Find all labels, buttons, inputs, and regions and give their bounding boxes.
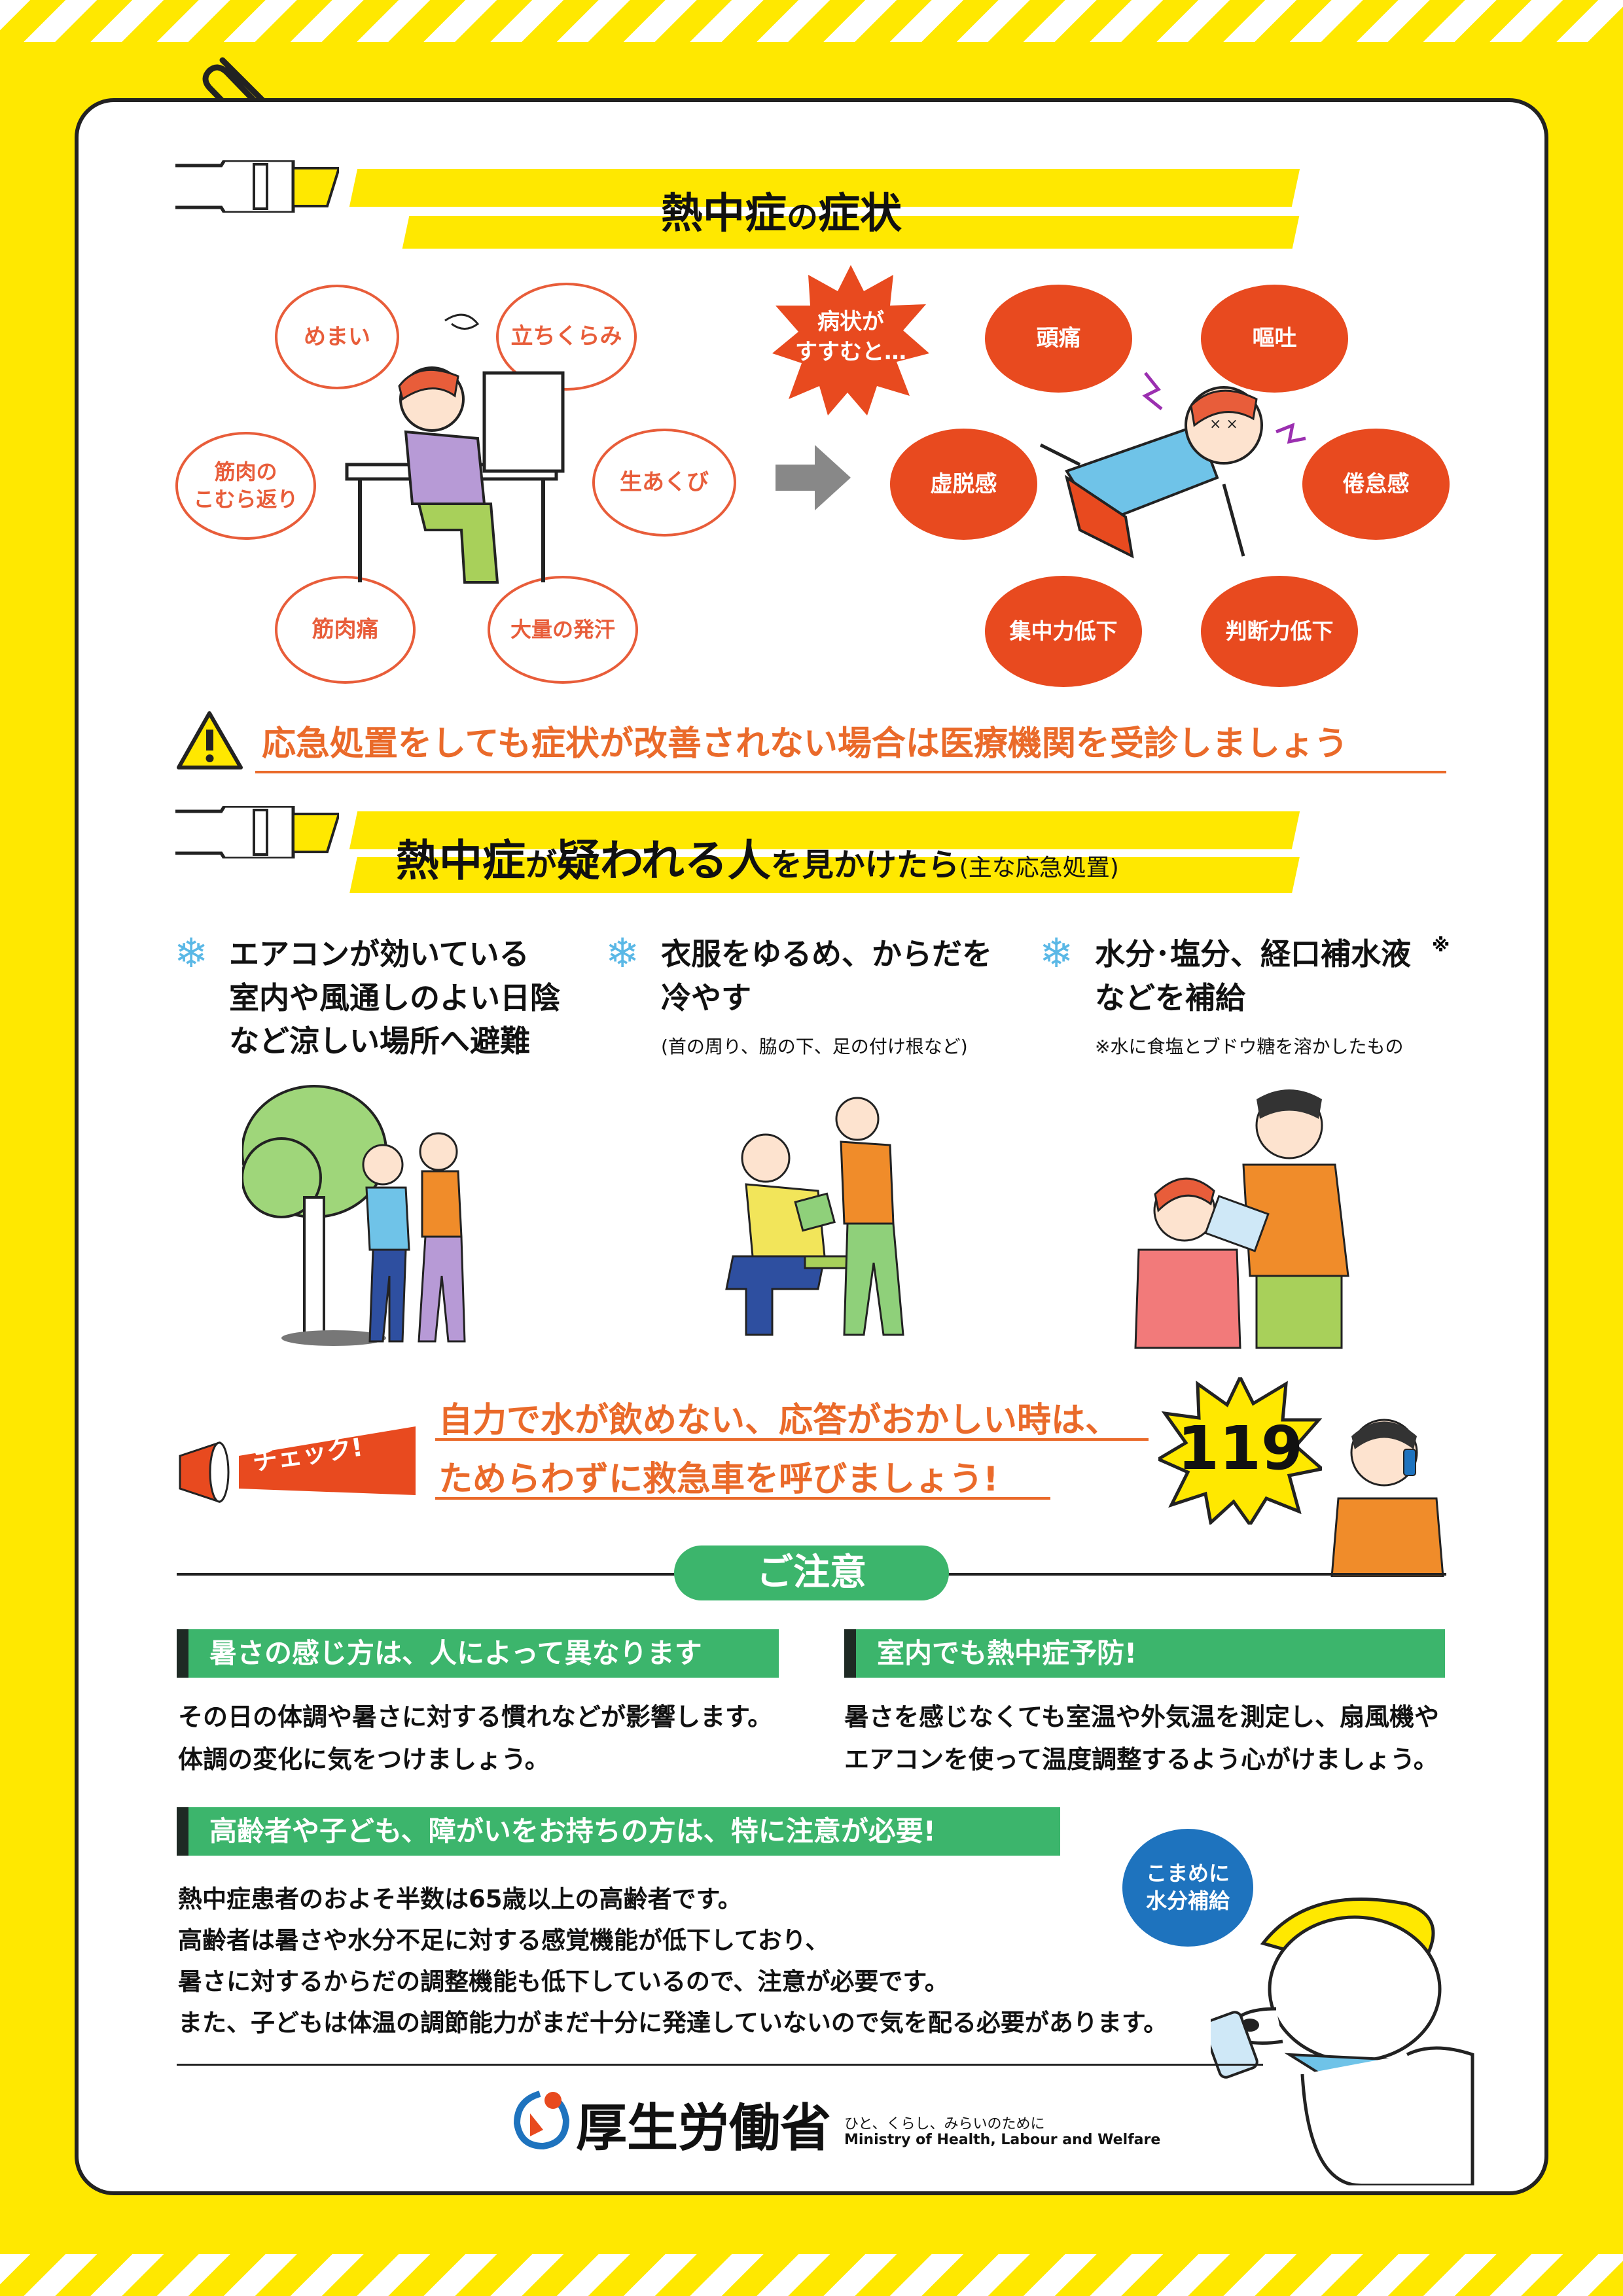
svg-text:× ×: × × xyxy=(1209,416,1238,433)
symptom-dizziness: めまい xyxy=(275,285,399,389)
caution-body-1: その日の体調や暑さに対する慣れなどが影響します。 体調の変化に気をつけましょう。 xyxy=(178,1696,772,1780)
caution-body-2: 暑さを感じなくても室温や外気温を測定し、扇風機や エアコンを使って温度調整するよ… xyxy=(844,1696,1439,1780)
symptom-vomiting: 嘔吐 xyxy=(1201,285,1348,393)
phone-caller-illustration xyxy=(1330,1419,1444,1577)
title-subtitle: (主な応急処置) xyxy=(959,855,1119,881)
hydration-bubble: こまめに 水分補給 xyxy=(1122,1829,1253,1947)
footer-divider xyxy=(177,2064,1263,2066)
symptom-cramps: 筋肉の こむら返り xyxy=(175,432,316,540)
marker-icon xyxy=(175,160,339,213)
caution-heading-3: 高齢者や子ども、障がいをお持ちの方は、特に注意が必要! xyxy=(177,1807,1060,1856)
snowflake-icon: ❄ xyxy=(174,929,208,977)
symptom-yawning: 生あくび xyxy=(592,429,736,537)
symptom-headache: 頭痛 xyxy=(985,285,1132,393)
caution-body-2-line-2: エアコンを使って温度調整するよう心がけましょう。 xyxy=(844,1744,1438,1774)
symptoms-title: 熱中症の症状 xyxy=(661,180,902,240)
title-word-symptoms: 症状 xyxy=(818,190,902,238)
symptom-impaired-judgment: 判断力低下 xyxy=(1201,576,1358,687)
symptom-lethargy: 虚脱感 xyxy=(890,429,1037,540)
title-word-suspected: 疑われる人 xyxy=(557,836,771,886)
hydration-illustration xyxy=(1134,1089,1349,1349)
first-aid-title: 熱中症が疑われる人を見かけたら(主な応急処置) xyxy=(396,826,1119,889)
warning-text: 応急処置をしても症状が改善されない場合は医療機関を受診しましょう xyxy=(262,724,1348,764)
emergency-underline-2 xyxy=(435,1497,1050,1500)
caution-body-3: 熱中症患者のおよそ半数は65歳以上の高齢者です。 高齢者は暑さや水分不足に対する… xyxy=(178,1879,1168,2044)
symptom-muscle-pain: 筋肉痛 xyxy=(275,576,416,684)
progression-label: 病状が すすむと… xyxy=(795,309,906,365)
caution-heading-1: 暑さの感じ方は、人によって異なります xyxy=(177,1629,779,1678)
top-stripe xyxy=(0,0,1623,42)
caution-body-3-line-3: 暑さに対するからだの調整機能も低下しているので、注意が必要です。 xyxy=(178,1967,949,1996)
caution-body-3-line-4: また、子どもは体温の調節能力がまだ十分に発達していないので気を配る必要があります… xyxy=(178,2008,1168,2037)
ministry-name: 厚生労働省 xyxy=(576,2099,832,2158)
caution-heading-2: 室内でも熱中症予防! xyxy=(844,1629,1445,1678)
cooling-illustration xyxy=(725,1097,904,1336)
step-3-note: ※水に食塩とブドウ糖を溶かしたもの xyxy=(1095,1036,1404,1057)
bottom-stripe xyxy=(0,2254,1623,2296)
shade-rescue-illustration xyxy=(242,1085,466,1346)
warning-underline xyxy=(255,771,1446,773)
symptom-low-concentration: 集中力低下 xyxy=(985,576,1142,687)
step-2-note: (首の周り、脇の下、足の付け根など) xyxy=(661,1036,968,1057)
step-1-text: エアコンが効いている 室内や風通しのよい日陰 など涼しい場所へ避難 xyxy=(229,936,560,1059)
caution-body-1-line-1: その日の体調や暑さに対する慣れなどが影響します。 xyxy=(178,1703,773,1731)
caution-body-3-line-1: 熱中症患者のおよそ半数は65歳以上の高齢者です。 xyxy=(178,1885,742,1913)
megaphone-icon xyxy=(179,1426,416,1504)
mhlw-logo-icon xyxy=(514,2091,569,2149)
snowflake-icon: ❄ xyxy=(1039,929,1073,977)
title-word-heatstroke: 熱中症 xyxy=(396,836,526,886)
collapsed-person-illustration: × × xyxy=(1039,372,1306,559)
emergency-number: 119 xyxy=(1177,1413,1304,1483)
ministry-tagline: ひと、くらし、みらいのために xyxy=(844,2116,1045,2132)
polar-bear-mascot-illustration xyxy=(1211,1898,1474,2185)
emergency-line-1: 自力で水が飲めない、応答がおかしい時は、 xyxy=(438,1401,1120,1440)
step-3-note-mark: ※ xyxy=(1432,934,1450,956)
arrow-right-icon xyxy=(776,445,851,510)
snowflake-icon: ❄ xyxy=(605,929,639,977)
title-particle: が xyxy=(526,847,558,883)
starburst-119 xyxy=(1158,1377,1322,1525)
caution-title: ご注意 xyxy=(674,1545,949,1600)
dizzy-person-illustration xyxy=(345,313,565,584)
emergency-underline-1 xyxy=(435,1438,1149,1441)
symptom-sweating: 大量の発汗 xyxy=(488,576,638,684)
step-3-text: 水分･塩分、経口補水液 などを補給 xyxy=(1095,936,1411,1016)
symptom-fatigue: 倦怠感 xyxy=(1302,429,1450,540)
title-particle: の xyxy=(787,199,819,236)
step-2-text: 衣服をゆるめ、からだを 冷やす xyxy=(661,936,992,1016)
caution-body-2-line-1: 暑さを感じなくても室温や外気温を測定し、扇風機や xyxy=(844,1703,1439,1731)
emergency-line-2: ためらわずに救急車を呼びましょう! xyxy=(438,1460,999,1499)
warning-triangle-icon xyxy=(177,711,243,769)
title-word-heatstroke: 熱中症 xyxy=(661,190,787,238)
ministry-english-name: Ministry of Health, Labour and Welfare xyxy=(844,2132,1161,2148)
caution-body-1-line-2: 体調の変化に気をつけましょう。 xyxy=(178,1744,550,1774)
caution-body-3-line-2: 高齢者は暑さや水分不足に対する感覚機能が低下しており、 xyxy=(178,1926,830,1954)
starburst-badge xyxy=(772,265,929,415)
marker-icon xyxy=(175,806,339,858)
title-word-if-seen: を見かけたら xyxy=(770,847,959,883)
